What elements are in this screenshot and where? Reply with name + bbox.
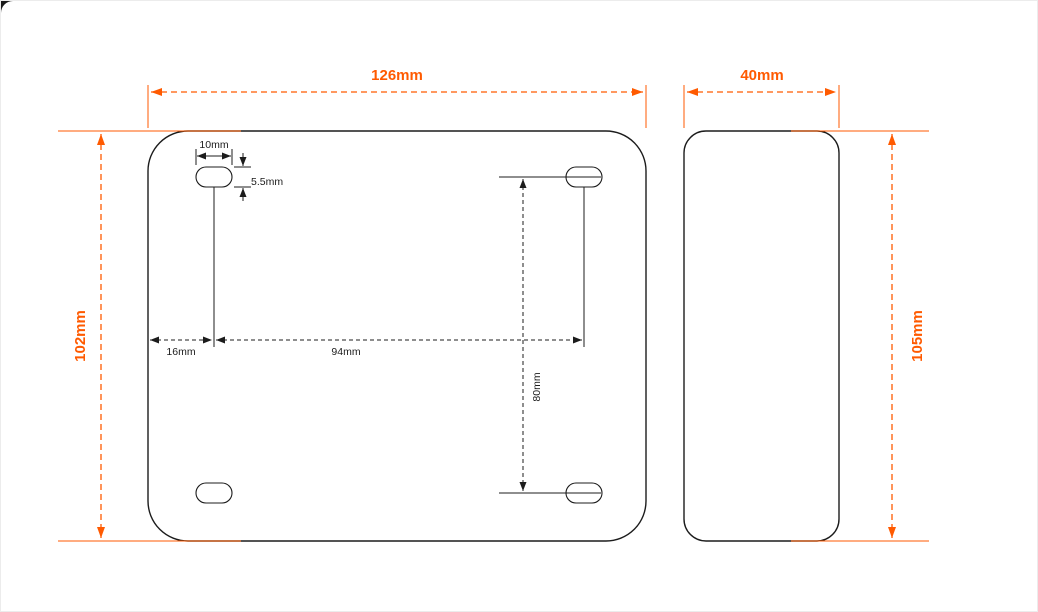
- side-view-outline: [683, 130, 840, 542]
- dimension-label-front-width: 126mm: [371, 67, 423, 84]
- window-corner: [1, 1, 13, 13]
- dimension-label-side-height: 105mm: [909, 310, 926, 362]
- front-view-outline: [147, 130, 647, 542]
- dimension-label-front-height: 102mm: [72, 310, 89, 362]
- dimension-label-slot-offset: 16mm: [166, 346, 195, 358]
- dimension-label-slot-spacing-vertical: 80mm: [531, 372, 543, 401]
- dimension-label-side-width: 40mm: [740, 67, 783, 84]
- dimension-label-slot-width: 10mm: [199, 139, 228, 151]
- dimension-label-slot-height: 5.5mm: [251, 176, 283, 188]
- mounting-slot-bottom-left: [195, 482, 233, 504]
- dimension-label-slot-spacing-horizontal: 94mm: [331, 346, 360, 358]
